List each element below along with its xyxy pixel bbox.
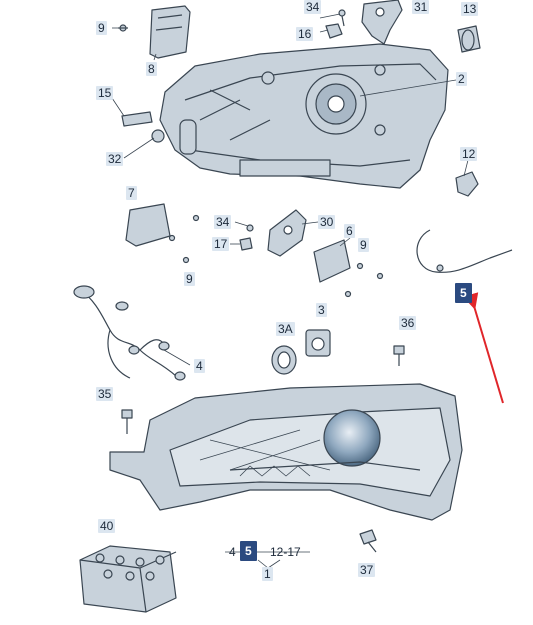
assembly-label-left: 4	[229, 545, 236, 559]
callout-part-12: 12	[460, 147, 478, 161]
callout-part-13: 13	[461, 2, 479, 16]
screw-part-34-top	[338, 9, 346, 27]
bulb-part-3a	[271, 345, 297, 375]
callout-part-37: 37	[358, 563, 376, 577]
callout-part-16: 16	[296, 27, 314, 41]
wiring-harness-part-4	[73, 285, 186, 381]
callout-part-8: 8	[146, 62, 157, 76]
bracket-part-30	[267, 209, 307, 257]
indicator-arrow	[462, 292, 504, 404]
cap-part-13	[457, 25, 481, 53]
callout-part-17: 17	[212, 237, 230, 251]
nut-part-17	[239, 237, 253, 251]
screw-part-9-left	[168, 234, 190, 264]
callout-part-1: 1	[262, 567, 273, 581]
callout-part-6: 6	[344, 224, 355, 238]
clip-part-15	[121, 111, 153, 127]
callout-part-15: 15	[96, 86, 114, 100]
clip-part-16	[325, 23, 343, 39]
callout-part-9-right: 9	[358, 238, 369, 252]
callout-part-2: 2	[456, 72, 467, 86]
callout-part-3: 3	[316, 303, 327, 317]
callout-part-4-harness: 4	[194, 359, 205, 373]
control-unit-part-7	[125, 203, 171, 247]
callout-part-32: 32	[106, 152, 124, 166]
bracket-part-31	[361, 0, 403, 45]
screw-part-34-mid	[192, 214, 254, 232]
assembly-label-range: 12-17	[270, 545, 301, 559]
callout-part-34-top: 34	[304, 0, 322, 14]
assembly-label-center[interactable]: 5	[240, 541, 257, 561]
ballast-control-unit-part-8	[149, 5, 191, 59]
callout-part-34-mid: 34	[214, 215, 232, 229]
bolt-part-36	[393, 345, 405, 366]
callout-part-40: 40	[98, 519, 116, 533]
callout-part-36: 36	[399, 316, 417, 330]
callout-part-9-top: 9	[96, 21, 107, 35]
callout-part-30: 30	[318, 215, 336, 229]
callout-part-31: 31	[412, 0, 430, 14]
callout-part-9-left: 9	[184, 272, 195, 286]
bolt-part-35	[121, 409, 133, 434]
callout-part-7: 7	[126, 186, 137, 200]
callout-part-35: 35	[96, 387, 114, 401]
leader-lines	[111, 13, 469, 569]
wiring-set-part-5	[416, 229, 513, 273]
kit-box-part-40	[79, 545, 177, 613]
bolt-part-37	[359, 529, 377, 553]
callout-part-5-highlight[interactable]: 5	[455, 283, 472, 303]
adjusting-motor-part-2	[305, 73, 367, 135]
headlamp-assembly-part-1	[109, 383, 463, 521]
headlamp-housing-rear	[159, 43, 449, 189]
socket-part-12	[455, 171, 479, 197]
module-part-6	[313, 239, 351, 283]
screw-part-9-right	[344, 262, 384, 298]
callout-part-3a: 3A	[276, 322, 295, 336]
bulb-part-3	[305, 329, 331, 357]
holder-part-32	[151, 129, 165, 143]
